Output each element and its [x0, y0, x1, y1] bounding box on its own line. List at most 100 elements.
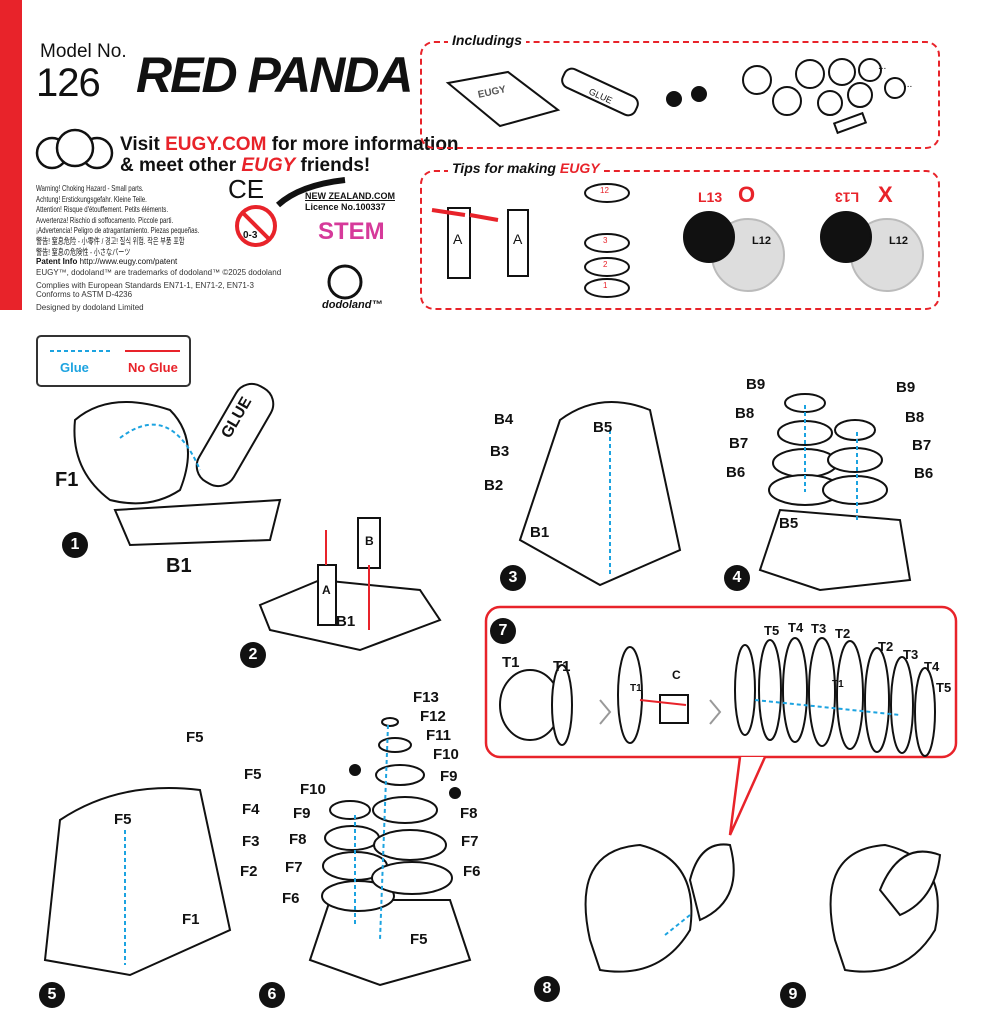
warning-line: Warning! Choking Hazard - Small parts. [36, 183, 144, 193]
part-label: F2 [240, 863, 258, 880]
part-label: F5 [114, 811, 132, 828]
step-drawings [43, 382, 942, 987]
part-label: F7 [285, 859, 303, 876]
no-under-3-icon [235, 205, 277, 247]
part-label: F4 [242, 801, 260, 818]
step-number: 1 [62, 532, 88, 558]
part-label: T5 [764, 623, 780, 638]
part-label: F1 [182, 911, 200, 928]
tips-items [447, 183, 924, 298]
part-label: B1 [166, 555, 192, 577]
disc-number: 2 [603, 260, 608, 269]
part-label: F8 [460, 805, 478, 822]
disc-number: 1 [603, 281, 608, 290]
eugy-brand-logo: EUGY [241, 155, 296, 176]
astm-text: Conforms to ASTM D-4236 [36, 290, 133, 299]
warning-line: ¡Advertencia! Peligro de atragantamiento… [36, 225, 200, 236]
part-label: F5 [186, 729, 204, 746]
dodoland-logo: dodoland™ [322, 299, 383, 311]
warning-line: Attention! Risque d'étouffement. Petits … [36, 204, 169, 215]
warning-line: 警告! 窒息危险 - 小零件 / 경고! 질식 위험. 작은 부품 포함 [36, 235, 185, 246]
part-label: B9 [746, 376, 766, 393]
designed-by: Designed by dodoland Limited [36, 303, 144, 312]
step-number: 3 [500, 565, 526, 591]
standards-text: Complies with European Standards EN71-1,… [36, 281, 254, 290]
correct-mark: O [738, 182, 756, 207]
includings-title: Includings [448, 33, 526, 48]
patent-label: Patent Info [36, 257, 78, 266]
step7-drawings [499, 637, 936, 757]
card-letter: A [453, 231, 463, 247]
part-label: F6 [463, 863, 481, 880]
disc-number: 12 [600, 186, 609, 195]
visit-text-2: for more information [266, 134, 459, 155]
l12-label: L12 [889, 235, 908, 247]
glue-guides [119, 405, 901, 965]
card-letter: A [513, 231, 523, 247]
part-label: F12 [420, 708, 446, 725]
part-label: T1 [502, 654, 520, 671]
warning-line: 警告! 窒息の危険性 - 小さなパーツ [36, 246, 131, 257]
dodoland-logo-icon [327, 264, 363, 300]
visit-eugy-text: Visit EUGY.COM for more information & me… [120, 134, 459, 176]
model-number: 126 [36, 61, 101, 105]
warning-line: Achtung! Erstickungsgefahr. Kleine Teile… [36, 193, 147, 204]
step-number: 4 [724, 565, 750, 591]
part-label: F10 [300, 781, 326, 798]
part-label: B4 [494, 411, 514, 428]
part-label: F5 [244, 766, 262, 783]
warnings-block: Warning! Choking Hazard - Small parts. A… [36, 183, 199, 257]
more-parts-ellipsis: ... [878, 61, 887, 72]
includings-items [445, 58, 906, 135]
nz-licence-number: Licence No.100337 [305, 202, 386, 212]
step-number: 5 [39, 982, 65, 1008]
trademark-text: EUGY™, dodoland™ are trademarks of dodol… [36, 268, 282, 277]
part-label: C [672, 668, 681, 682]
part-label: T2 [835, 626, 851, 641]
part-label: A [322, 583, 331, 597]
patent-link[interactable]: http://www.eugy.com/patent [79, 257, 178, 266]
part-label: B8 [735, 405, 755, 422]
part-label: T4 [788, 620, 804, 635]
more-parts-ellipsis: ... [904, 79, 913, 90]
part-label: B1 [336, 613, 356, 630]
stem-logo: STEM [318, 218, 385, 245]
part-label: T3 [903, 647, 919, 662]
step-number: 9 [780, 982, 806, 1008]
part-label: B6 [726, 464, 746, 481]
part-label: B8 [905, 409, 925, 426]
glue-legend: Glue No Glue [36, 335, 191, 387]
step7-frame [484, 605, 958, 759]
wrong-mark: X [878, 182, 893, 207]
part-label: F1 [55, 469, 79, 491]
part-label: B6 [914, 465, 934, 482]
legal-block: Patent Info http://www.eugy.com/patent E… [36, 256, 281, 313]
tips-title-text: Tips for making [452, 160, 556, 176]
part-label: T1 [630, 683, 642, 694]
tips-title: Tips for making EUGY [448, 161, 604, 176]
part-label: F7 [461, 833, 479, 850]
part-label: B5 [593, 419, 613, 436]
part-label: T1 [832, 679, 844, 690]
disc-number: 3 [603, 236, 608, 245]
meet-text: & meet other [120, 155, 242, 176]
page-title: RED PANDA [136, 47, 414, 103]
legend-glue: Glue [60, 360, 89, 375]
step-number: 2 [240, 642, 266, 668]
part-label: F6 [282, 890, 300, 907]
age-badge: 0-3 [243, 230, 258, 241]
eugy-brand-logo: EUGY [559, 160, 600, 176]
part-label: F8 [289, 831, 307, 848]
step-number: 6 [259, 982, 285, 1008]
part-label: B9 [896, 379, 916, 396]
part-label: F9 [440, 768, 458, 785]
part-label: B1 [530, 524, 550, 541]
fern-logo-icon [275, 177, 346, 208]
part-label: F10 [433, 746, 459, 763]
tips-box [420, 170, 940, 310]
friends-text: friends! [295, 155, 371, 176]
ce-mark: CE [228, 174, 265, 204]
eugy-link[interactable]: EUGY.COM [165, 134, 267, 155]
part-label: F3 [242, 833, 260, 850]
part-label: B3 [490, 443, 510, 460]
